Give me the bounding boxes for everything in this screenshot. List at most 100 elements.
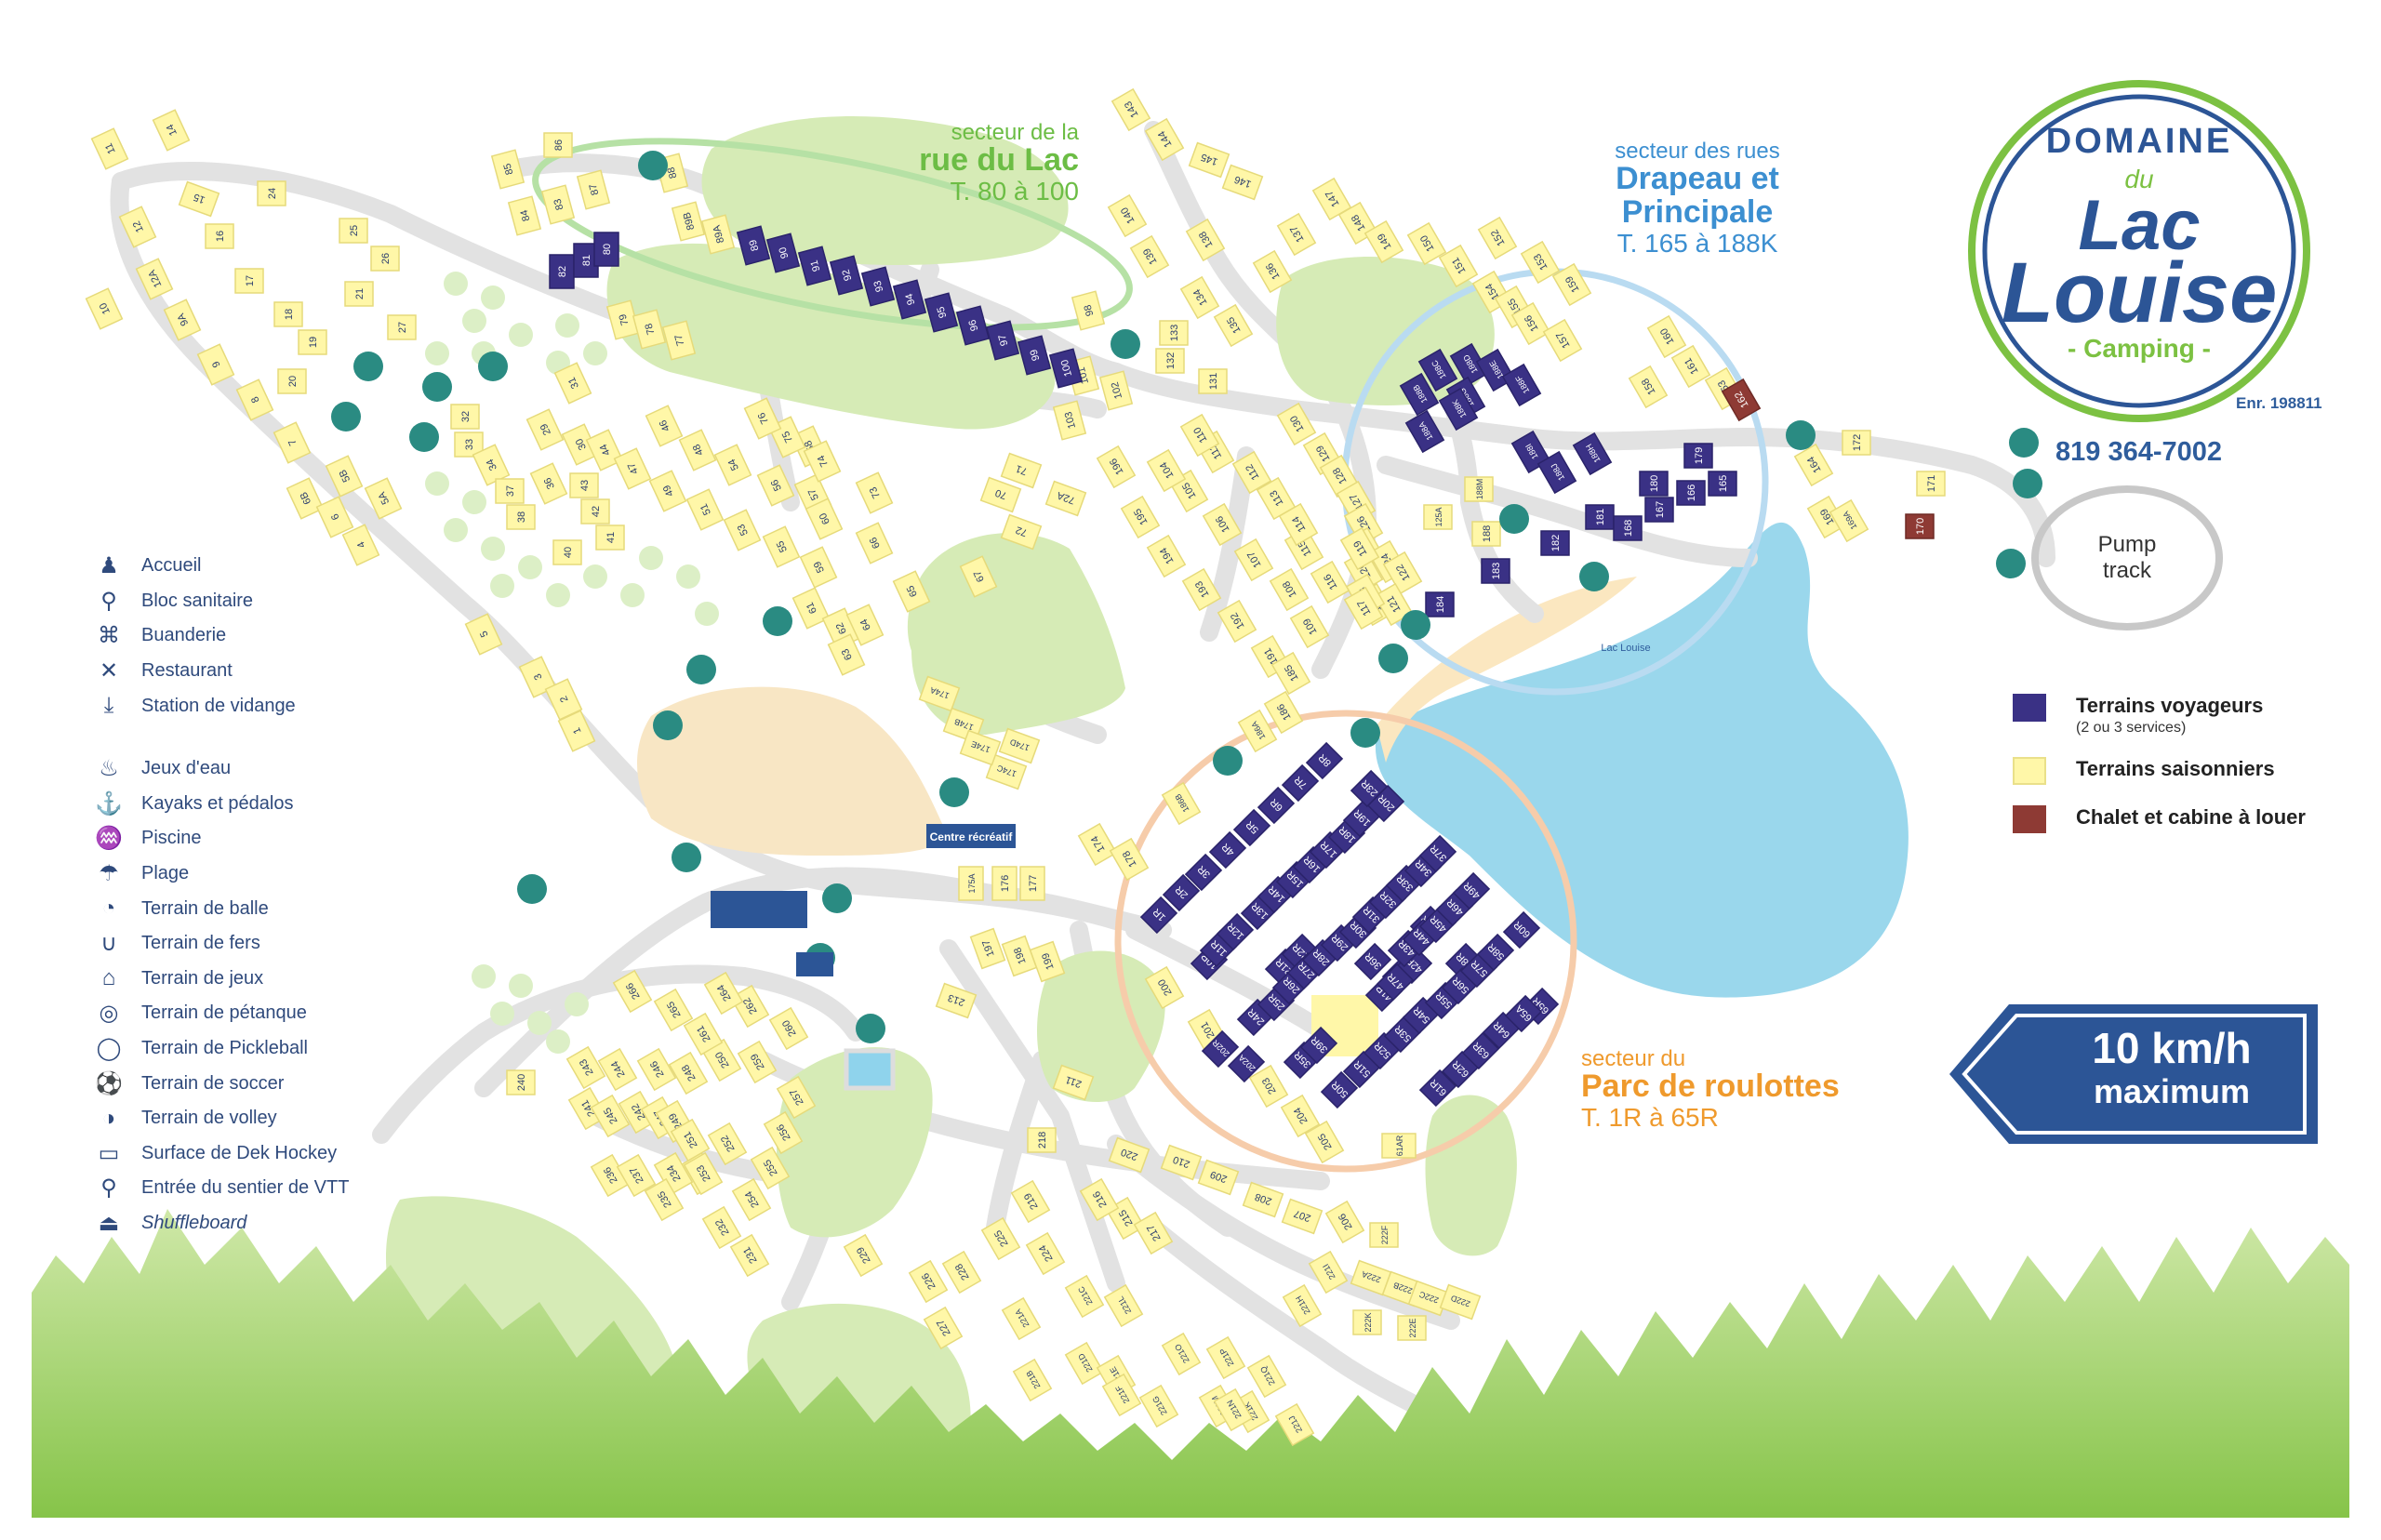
site-plot-94[interactable]: 94 [892,279,927,320]
site-plot-98[interactable]: 98 [1071,290,1106,331]
site-plot-202A[interactable]: 202A [1227,1044,1266,1083]
site-plot-137[interactable]: 137 [1276,212,1317,257]
site-plot-144[interactable]: 144 [1144,117,1185,162]
site-plot-102[interactable]: 102 [1098,370,1134,411]
site-plot-77[interactable]: 77 [661,320,697,361]
site-plot-7R[interactable]: 7R [1281,763,1320,803]
site-plot-231[interactable]: 231 [729,1233,770,1278]
site-plot-221J[interactable]: 221J [1274,1402,1315,1447]
site-plot-185[interactable]: 185 [1270,651,1311,696]
site-plot-59[interactable]: 59 [799,546,838,589]
site-plot-203[interactable]: 203 [1248,1064,1289,1109]
facility-pin-icon[interactable] [1111,329,1140,359]
site-plot-134[interactable]: 134 [1179,275,1220,320]
site-plot-89A[interactable]: 89A [700,214,736,255]
site-plot-205[interactable]: 205 [1304,1120,1345,1164]
site-plot-58R[interactable]: 58R [1476,933,1515,972]
site-plot-210[interactable]: 210 [1160,1144,1203,1181]
site-plot-138[interactable]: 138 [1185,218,1226,262]
site-plot-3[interactable]: 3 [518,656,557,698]
facility-pin-icon[interactable] [672,843,701,872]
site-plot-186B[interactable]: 186B [1161,781,1202,826]
site-plot-125A[interactable]: 125A [1423,504,1453,530]
site-plot-49R[interactable]: 49R [1452,871,1491,910]
site-plot-217[interactable]: 217 [1133,1211,1174,1255]
site-plot-222C[interactable]: 222C [1407,1280,1450,1317]
facility-pin-icon[interactable] [1499,504,1529,534]
accueil-block[interactable] [796,952,833,976]
site-plot-78[interactable]: 78 [632,309,667,350]
site-plot-174E[interactable]: 174E [959,729,1002,766]
site-plot-82[interactable]: 82 [549,254,575,289]
site-plot-72A[interactable]: 72A [1044,480,1087,517]
site-plot-40[interactable]: 40 [552,539,582,565]
site-plot-174C[interactable]: 174C [985,753,1028,790]
site-plot-34[interactable]: 34 [472,444,511,486]
site-plot-167[interactable]: 167 [1644,497,1674,523]
site-plot-25[interactable]: 25 [339,218,368,244]
site-plot-196[interactable]: 196 [1096,445,1137,489]
site-plot-188D[interactable]: 188D [1449,342,1490,387]
site-plot-208[interactable]: 208 [1242,1181,1284,1218]
site-plot-198[interactable]: 198 [1001,935,1038,977]
site-plot-46[interactable]: 46 [645,405,684,447]
site-plot-257[interactable]: 257 [776,1075,817,1120]
facility-pin-icon[interactable] [353,352,383,381]
site-plot-122[interactable]: 122 [1382,551,1423,595]
site-plot-221O[interactable]: 221O [1161,1332,1202,1376]
site-plot-240[interactable]: 240 [506,1069,536,1095]
facility-pin-icon[interactable] [409,422,439,452]
site-plot-89B[interactable]: 89B [671,201,706,242]
facility-pin-icon[interactable] [1996,549,2026,578]
site-plot-20[interactable]: 20 [277,368,307,394]
site-plot-86[interactable]: 86 [543,132,573,158]
site-plot-227[interactable]: 227 [923,1306,964,1350]
site-plot-253[interactable]: 253 [683,1151,724,1196]
site-plot-151[interactable]: 151 [1438,244,1479,288]
site-plot-221Q[interactable]: 221Q [1246,1354,1287,1399]
facility-pin-icon[interactable] [1350,718,1380,748]
site-plot-254[interactable]: 254 [731,1177,772,1222]
site-plot-95[interactable]: 95 [924,292,959,333]
site-plot-73[interactable]: 73 [855,471,894,514]
site-plot-244[interactable]: 244 [597,1047,638,1092]
site-plot-170[interactable]: 170 [1905,513,1935,539]
site-plot-56[interactable]: 56 [756,464,795,507]
site-plot-237[interactable]: 237 [616,1153,657,1198]
site-plot-70[interactable]: 70 [979,476,1022,513]
site-plot-74[interactable]: 74 [803,440,842,483]
site-plot-209[interactable]: 209 [1197,1159,1240,1196]
site-plot-121[interactable]: 121 [1373,582,1414,627]
site-plot-225[interactable]: 225 [980,1216,1021,1261]
site-plot-143[interactable]: 143 [1111,87,1151,132]
site-plot-12A[interactable]: 12A [135,258,174,300]
site-plot-112[interactable]: 112 [1231,450,1272,495]
facility-pin-icon[interactable] [1786,420,1816,450]
site-plot-110[interactable]: 110 [1179,413,1220,458]
facility-pin-icon[interactable] [939,777,969,807]
site-plot-89[interactable]: 89 [736,225,771,266]
facility-pin-icon[interactable] [517,874,547,904]
site-plot-66[interactable]: 66 [855,522,894,564]
site-plot-17[interactable]: 17 [234,268,264,294]
site-plot-5R[interactable]: 5R [1232,808,1271,847]
site-plot-222E[interactable]: 222E [1397,1315,1427,1341]
site-plot-47R[interactable]: 47R [1376,962,1415,1002]
site-plot-65[interactable]: 65 [892,570,931,613]
site-plot-150[interactable]: 150 [1406,221,1447,266]
pump-track[interactable]: Pump track [2031,485,2223,631]
site-plot-131[interactable]: 131 [1198,368,1228,394]
site-plot-146[interactable]: 146 [1221,164,1264,201]
site-plot-221N[interactable]: 221N [1213,1387,1254,1432]
site-plot-96[interactable]: 96 [955,305,991,346]
site-plot-24[interactable]: 24 [257,180,286,206]
site-plot-5[interactable]: 5 [464,613,503,656]
site-plot-156[interactable]: 156 [1510,301,1551,346]
site-plot-44[interactable]: 44 [585,429,624,471]
site-plot-213[interactable]: 213 [935,982,978,1019]
facility-pin-icon[interactable] [763,606,792,636]
site-plot-172[interactable]: 172 [1842,430,1871,456]
site-plot-5B[interactable]: 5B [325,455,364,498]
site-plot-221D[interactable]: 221D [1064,1341,1105,1386]
site-plot-168[interactable]: 168 [1613,515,1643,541]
